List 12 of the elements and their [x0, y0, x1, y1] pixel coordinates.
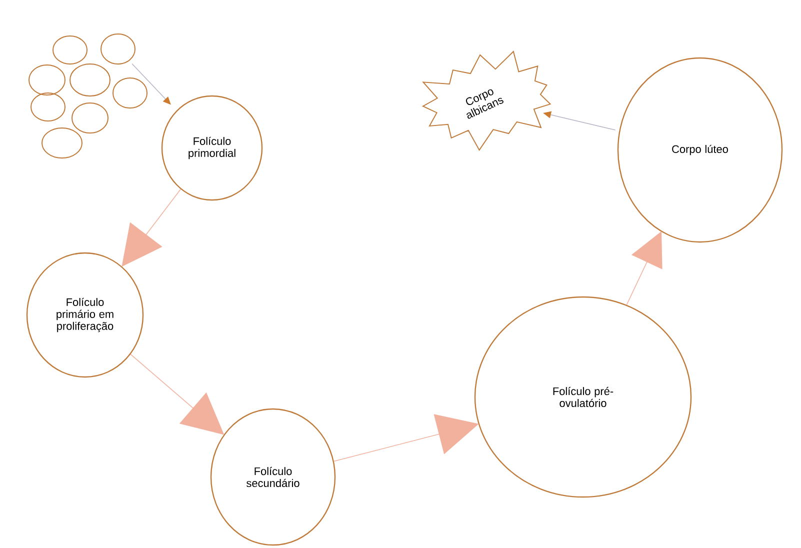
small-circle	[30, 92, 66, 122]
small-circle	[72, 102, 108, 134]
small-circle	[28, 64, 66, 96]
triangle-arrow	[626, 231, 662, 306]
small-circle	[70, 64, 110, 96]
small-circle	[52, 36, 88, 64]
small-circle	[112, 78, 148, 108]
triangle-arrow	[130, 354, 224, 435]
small-circle	[100, 34, 136, 64]
triangle-arrow	[122, 188, 182, 267]
small-circle	[42, 128, 82, 158]
triangle-arrow	[334, 414, 479, 462]
